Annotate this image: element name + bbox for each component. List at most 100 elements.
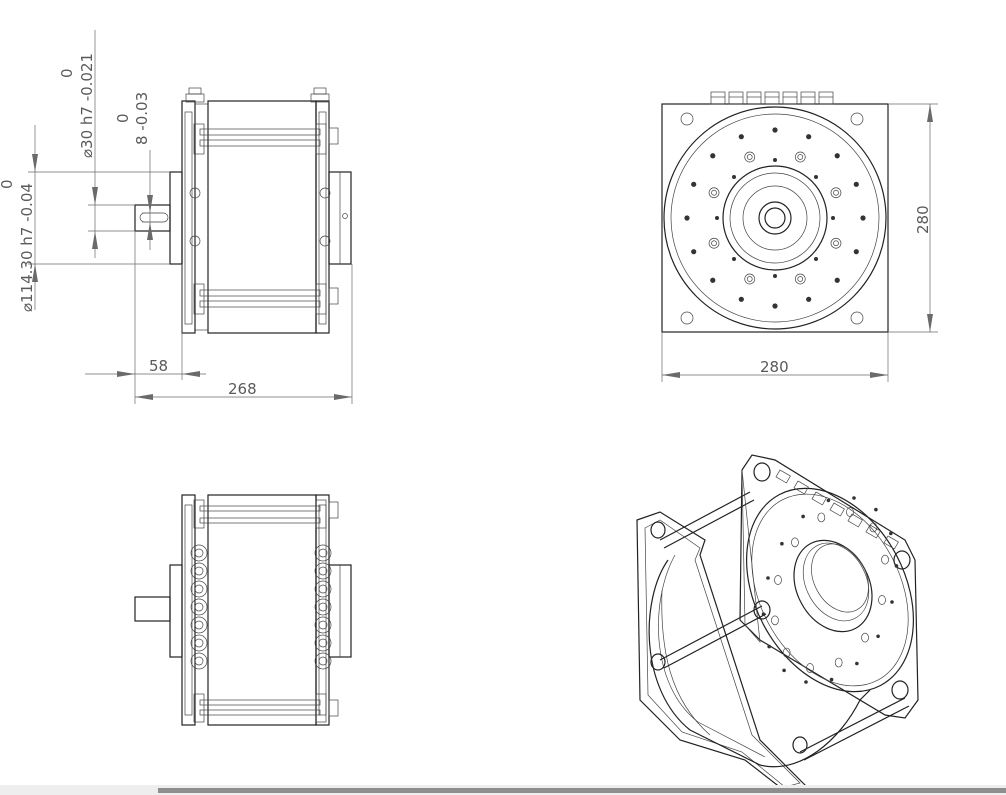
mount-hole (708, 187, 720, 199)
gland-nut (314, 616, 332, 634)
bolt-hole (806, 296, 812, 302)
overall-length-label: 268 (228, 380, 257, 398)
horizontal-scrollbar[interactable] (0, 785, 1006, 795)
key-tol-upper-label: 0 (114, 113, 132, 123)
iso-hole (771, 615, 779, 626)
top-view (134, 494, 352, 726)
cable-gland (710, 91, 726, 105)
iso-bolt (855, 661, 859, 666)
bolt-hole (806, 134, 812, 140)
bolt-hole (710, 277, 716, 283)
flange-tol-upper-label: 0 (0, 179, 16, 189)
mount-hole (830, 237, 842, 249)
flange-diameter-label: ⌀114.30 h7 -0.04 (18, 183, 36, 312)
cable-gland (800, 91, 816, 105)
bolt-hole (710, 153, 716, 159)
iso-bolt (894, 564, 899, 568)
small-hole (831, 216, 835, 220)
mount-hole (830, 187, 842, 199)
iso-bolt (889, 531, 893, 536)
iso-bolt (829, 677, 834, 682)
cable-glands (710, 91, 834, 105)
mount-hole (708, 237, 720, 249)
bolt-hole (772, 303, 778, 309)
front-view (661, 91, 889, 333)
gland-nut (190, 634, 208, 652)
iso-hole (846, 507, 854, 517)
small-hole (715, 216, 719, 220)
iso-bolt (826, 498, 831, 503)
iso-gland (775, 469, 791, 484)
iso-hole (791, 537, 799, 548)
iso-bolt (782, 668, 786, 673)
gland-nut (314, 580, 332, 598)
bolt-hole (834, 153, 840, 159)
iso-hole (806, 663, 814, 673)
iso-gland (847, 513, 863, 528)
iso-gland (829, 502, 845, 517)
mount-hole (794, 273, 806, 285)
gland-nut (314, 652, 332, 670)
bolt-hole (834, 277, 840, 283)
iso-bolt (767, 644, 771, 649)
iso-bolt (801, 514, 805, 519)
iso-hole (782, 647, 791, 658)
gland-nut (314, 598, 332, 616)
small-hole (814, 257, 819, 262)
shaft-length-label: 58 (149, 357, 168, 375)
small-hole (773, 158, 777, 162)
scrollbar-thumb[interactable] (158, 788, 1006, 793)
bolt-hole (691, 181, 697, 187)
gland-nut (314, 562, 332, 580)
gland-nut (190, 652, 208, 670)
shaft-tol-upper-label: 0 (58, 68, 76, 78)
iso-bolt (852, 496, 856, 500)
iso-gland (883, 535, 899, 550)
iso-bolt (874, 507, 878, 512)
iso-bolt (780, 541, 784, 546)
key-width-label: 8 -0.03 (133, 92, 151, 145)
small-hole (731, 257, 736, 262)
iso-bolt (766, 576, 770, 580)
gland-nut (190, 544, 208, 562)
iso-bolt (890, 600, 894, 604)
gland-nut (190, 562, 208, 580)
side-view (134, 87, 352, 334)
mount-hole (794, 151, 806, 163)
small-hole (773, 274, 777, 278)
iso-holes (761, 496, 899, 684)
cable-gland (818, 91, 834, 105)
gland-nut (190, 616, 208, 634)
cable-gland (746, 91, 762, 105)
front-view-dimensions (661, 103, 938, 382)
iso-gland (793, 480, 809, 495)
gland-column (190, 544, 332, 670)
gland-nut (314, 544, 332, 562)
bolt-hole (691, 249, 697, 255)
gland-nut (190, 580, 208, 598)
isometric-view (636, 454, 919, 795)
iso-hole (869, 522, 878, 533)
gland-nut (314, 634, 332, 652)
mount-hole (744, 273, 756, 285)
iso-bolt (876, 634, 880, 639)
small-hole (814, 174, 819, 179)
bolt-hole (860, 215, 866, 221)
iso-hole (878, 595, 886, 605)
small-hole (731, 174, 736, 179)
front-width-label: 280 (760, 358, 789, 376)
mount-hole (744, 151, 756, 163)
iso-hole (817, 512, 826, 523)
iso-gland (865, 524, 881, 539)
iso-bolt (761, 612, 766, 616)
cable-gland (764, 91, 780, 105)
side-view-dimensions (28, 30, 353, 404)
iso-hole (861, 632, 869, 643)
bolt-hole (853, 181, 859, 187)
iso-gland (811, 491, 827, 506)
iso-bolt (804, 680, 808, 684)
bolt-hole (684, 215, 690, 221)
gland-nut (190, 598, 208, 616)
bolt-hole (738, 296, 744, 302)
iso-hole (834, 657, 843, 668)
